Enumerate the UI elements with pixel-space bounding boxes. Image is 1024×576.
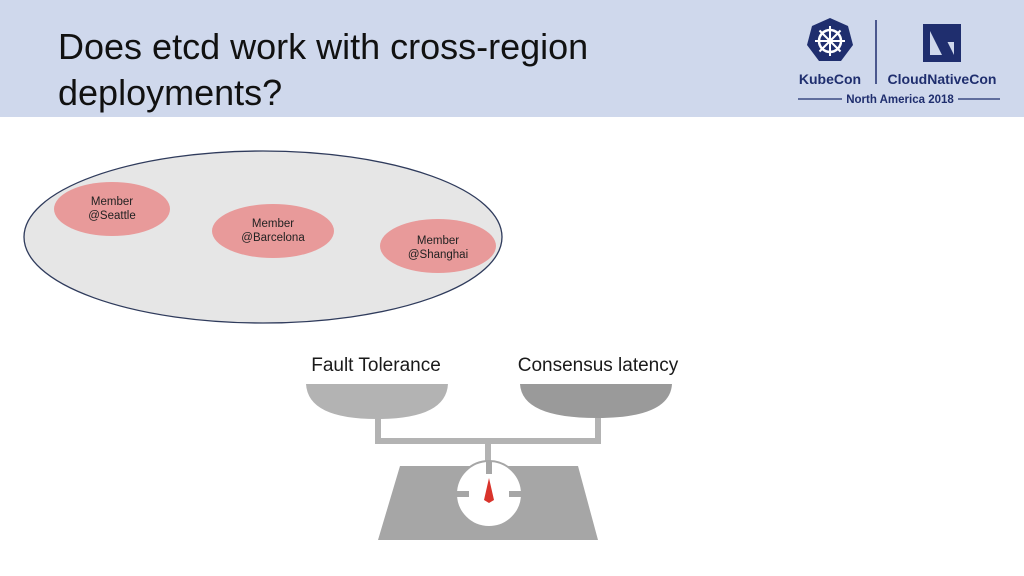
- scale-beam: [375, 418, 601, 444]
- logo-subtitle-text: North America 2018: [846, 94, 954, 106]
- fault-tolerance-label: Fault Tolerance: [311, 355, 441, 376]
- logo-kubecon-text: KubeCon: [799, 71, 861, 87]
- kubecon-cloudnativecon-logo: KubeCon CloudNativeCon North America 201…: [798, 18, 1000, 106]
- member-shanghai: Member @Shanghai: [380, 219, 496, 273]
- left-pan: [306, 384, 448, 419]
- member-barcelona: Member @Barcelona: [212, 204, 334, 258]
- member-seattle: Member @Seattle: [54, 182, 170, 236]
- slide-title: Does etcd work with cross-region deploym…: [58, 26, 589, 113]
- cncf-icon: [923, 24, 961, 62]
- member-shanghai-label-line1: Member: [417, 235, 459, 247]
- member-shanghai-label-line2: @Shanghai: [408, 249, 468, 261]
- member-seattle-label-line1: Member: [91, 196, 133, 208]
- helm-wheel-icon: [807, 18, 853, 61]
- consensus-latency-label: Consensus latency: [518, 355, 679, 376]
- scale-needle: [484, 478, 494, 503]
- balance-scale: [306, 384, 672, 540]
- slide-header: Does etcd work with cross-region deploym…: [0, 0, 1024, 117]
- right-pan: [520, 384, 672, 418]
- member-barcelona-label-line2: @Barcelona: [241, 232, 305, 244]
- member-seattle-label-line2: @Seattle: [88, 210, 135, 222]
- member-barcelona-label-line1: Member: [252, 218, 294, 230]
- diagram-canvas: Member @Seattle Member @Barcelona Member…: [23, 150, 679, 540]
- scale-post: [485, 441, 491, 461]
- scale-dial: [455, 460, 523, 528]
- logo-cloudnativecon-text: CloudNativeCon: [888, 71, 997, 87]
